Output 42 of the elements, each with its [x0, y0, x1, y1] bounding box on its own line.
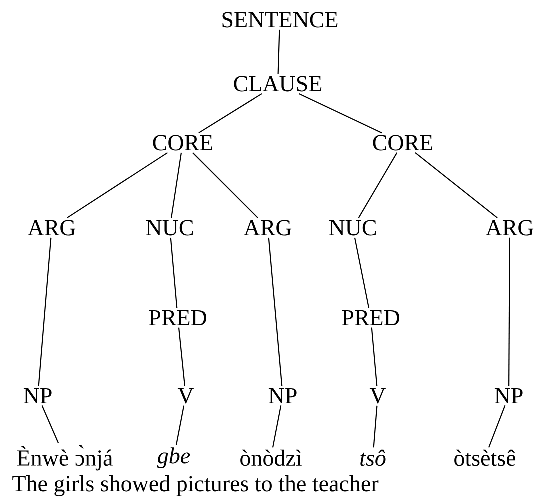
word: Ènwè ɔ̀njá: [17, 445, 113, 471]
tree-label: SENTENCE: [222, 12, 338, 28]
tree-branch: [488, 406, 506, 448]
tree-branch: [278, 30, 280, 74]
tree-branch: [192, 152, 258, 218]
tree-branch: [38, 238, 52, 386]
tree-branch: [358, 152, 398, 218]
tree-label: NUC: [329, 220, 376, 236]
tree-label: ARG: [486, 220, 534, 236]
tree-branch: [67, 152, 168, 219]
word: gbe: [157, 448, 190, 468]
tree-branch: [272, 406, 282, 448]
tree-branch: [170, 152, 182, 218]
tree-branch: [298, 93, 382, 134]
tree-label: PRED: [342, 310, 400, 326]
tree-branch: [371, 328, 378, 386]
tree-label: CORE: [153, 135, 213, 151]
tree-branch: [268, 238, 283, 386]
tree-label: ARG: [244, 220, 292, 236]
tree-branch: [354, 238, 370, 308]
tree-label: CORE: [373, 135, 433, 151]
word: òtsètsê: [454, 450, 516, 466]
word: tsô: [360, 450, 386, 466]
tree-branch: [170, 238, 178, 308]
tree-label: CLAUSE: [234, 76, 322, 92]
tree-label: V: [178, 388, 194, 404]
tree-label: NUC: [146, 220, 194, 236]
tree-label: NP: [268, 388, 297, 404]
tree-label: PRED: [149, 310, 206, 326]
tree-label: V: [370, 388, 386, 404]
tree-label: NP: [24, 388, 52, 404]
tree-branch: [198, 93, 262, 134]
tree-label: ARG: [28, 220, 76, 236]
tree-branch: [42, 406, 60, 444]
tree-branch: [178, 328, 186, 386]
tree-branch: [176, 406, 185, 446]
tree-branch: [508, 238, 510, 386]
tree-branch: [373, 406, 378, 448]
translation: The girls showed pictures to the teacher: [12, 476, 379, 496]
tree-branch: [415, 152, 498, 219]
tree-label: NP: [494, 388, 523, 404]
word: ònòdzì: [240, 450, 302, 466]
